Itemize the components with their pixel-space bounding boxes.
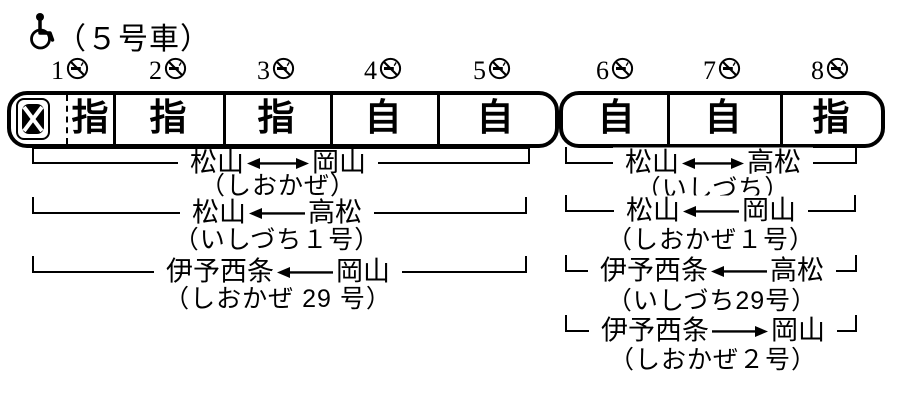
route-range-tick-right: [855, 315, 857, 332]
left-arrow-icon: [711, 264, 767, 278]
car-divider: [780, 95, 783, 144]
seat-class-car7: 自: [704, 97, 742, 138]
left-arrow-icon: [277, 265, 333, 279]
route-endpoints: 伊予西条 岡山: [589, 315, 837, 347]
double-arrow-icon: [682, 156, 744, 170]
route-station-to: 高松: [747, 147, 801, 178]
car-number-group-7: 7: [703, 57, 741, 85]
route-range-tick-right: [525, 256, 527, 273]
train-unit-2: [559, 91, 885, 148]
route-station-from: 松山: [192, 197, 246, 228]
seat-class-car5: 自: [476, 97, 514, 138]
car-number-group-6: 6: [596, 57, 634, 85]
route-range-tick-left: [565, 315, 567, 332]
car-number: 5: [473, 56, 486, 85]
route-endpoints: 伊予西条 高松: [588, 255, 836, 287]
route-range-topline: [32, 147, 530, 149]
car1-section-partition: [66, 95, 68, 144]
wheelchair-icon: [27, 12, 57, 52]
route-endpoints: 松山 高松: [180, 197, 374, 229]
route-range-tick-right: [855, 255, 857, 272]
route-range-tick-left: [32, 256, 34, 273]
route-range-tick-right: [528, 147, 530, 164]
double-arrow-icon: [247, 156, 309, 170]
route-station-from: 伊予西条: [166, 256, 274, 287]
route-station-to: 高松: [770, 255, 824, 286]
seat-class-car4: 自: [364, 97, 402, 138]
car-divider: [667, 95, 670, 144]
route-train-name: （しおかぜ１号）: [606, 226, 816, 254]
route-range-tick-left: [565, 255, 567, 272]
car-number-group-3: 3: [257, 57, 295, 85]
train-unit-1: [7, 91, 559, 148]
route-train-name: （いしづち１号）: [173, 226, 381, 254]
no-smoking-icon: [718, 57, 741, 85]
route-station-to: 高松: [308, 197, 362, 228]
seat-class-car8: 指: [812, 97, 850, 138]
route-range-tick-right: [525, 197, 527, 214]
route-station-to: 岡山: [771, 315, 825, 346]
route-train-name: （しおかぜ）: [199, 172, 357, 200]
route-train-name: （しおかぜ 29 号）: [164, 285, 392, 313]
left-arrow-icon: [683, 204, 739, 218]
no-smoking-icon: [826, 57, 849, 85]
route-station-from: 松山: [626, 195, 680, 226]
car-divider: [330, 95, 333, 144]
route-range-tick-left: [565, 195, 567, 212]
car-number: 1: [51, 56, 64, 85]
route-endpoints: 松山 岡山: [178, 147, 378, 179]
seat-class-car1: 指: [71, 97, 109, 138]
route-endpoints: 伊予西条 岡山: [154, 256, 402, 288]
route-range-tick-left: [32, 197, 34, 214]
route-endpoints: 松山 高松: [613, 147, 813, 179]
route-range-tick-right: [855, 147, 857, 164]
route-train-name: （いしづち29号）: [606, 287, 818, 315]
green-car-x-mark-icon: [16, 98, 50, 140]
car-number: 2: [149, 56, 162, 85]
no-smoking-icon: [272, 57, 295, 85]
seat-class-car6: 自: [597, 97, 635, 138]
route-station-to: 岡山: [336, 256, 390, 287]
no-smoking-icon: [164, 57, 187, 85]
car-number-group-2: 2: [149, 57, 187, 85]
route-endpoints: 松山 岡山: [614, 195, 808, 227]
car-number-group-8: 8: [811, 57, 849, 85]
route-station-to: 岡山: [312, 147, 366, 178]
no-smoking-icon: [611, 57, 634, 85]
seat-class-car3: 指: [257, 97, 295, 138]
left-arrow-icon: [249, 206, 305, 220]
car-number-group-1: 1: [51, 57, 89, 85]
right-arrow-icon: [712, 324, 768, 338]
route-range-tick-right: [854, 195, 856, 212]
car-number: 8: [811, 56, 824, 85]
car-number: 4: [364, 56, 377, 85]
car-number-group-4: 4: [364, 57, 402, 85]
route-station-from: 松山: [190, 147, 244, 178]
route-station-from: 伊予西条: [601, 315, 709, 346]
car-divider: [223, 95, 226, 144]
seat-class-car2: 指: [149, 97, 187, 138]
car-divider: [437, 95, 440, 144]
no-smoking-icon: [488, 57, 511, 85]
route-train-name: （しおかぜ２号）: [608, 346, 818, 374]
no-smoking-icon: [379, 57, 402, 85]
car-number: 6: [596, 56, 609, 85]
car-note-text: （５号車）: [56, 23, 211, 56]
route-range-tick-left: [565, 147, 567, 164]
no-smoking-icon: [66, 57, 89, 85]
car-divider: [113, 95, 116, 144]
route-station-from: 松山: [625, 147, 679, 178]
route-range-tick-left: [32, 147, 34, 164]
route-station-to: 岡山: [742, 195, 796, 226]
car-number-group-5: 5: [473, 57, 511, 85]
car-number: 7: [703, 56, 716, 85]
route-station-from: 伊予西条: [600, 255, 708, 286]
car-number: 3: [257, 56, 270, 85]
